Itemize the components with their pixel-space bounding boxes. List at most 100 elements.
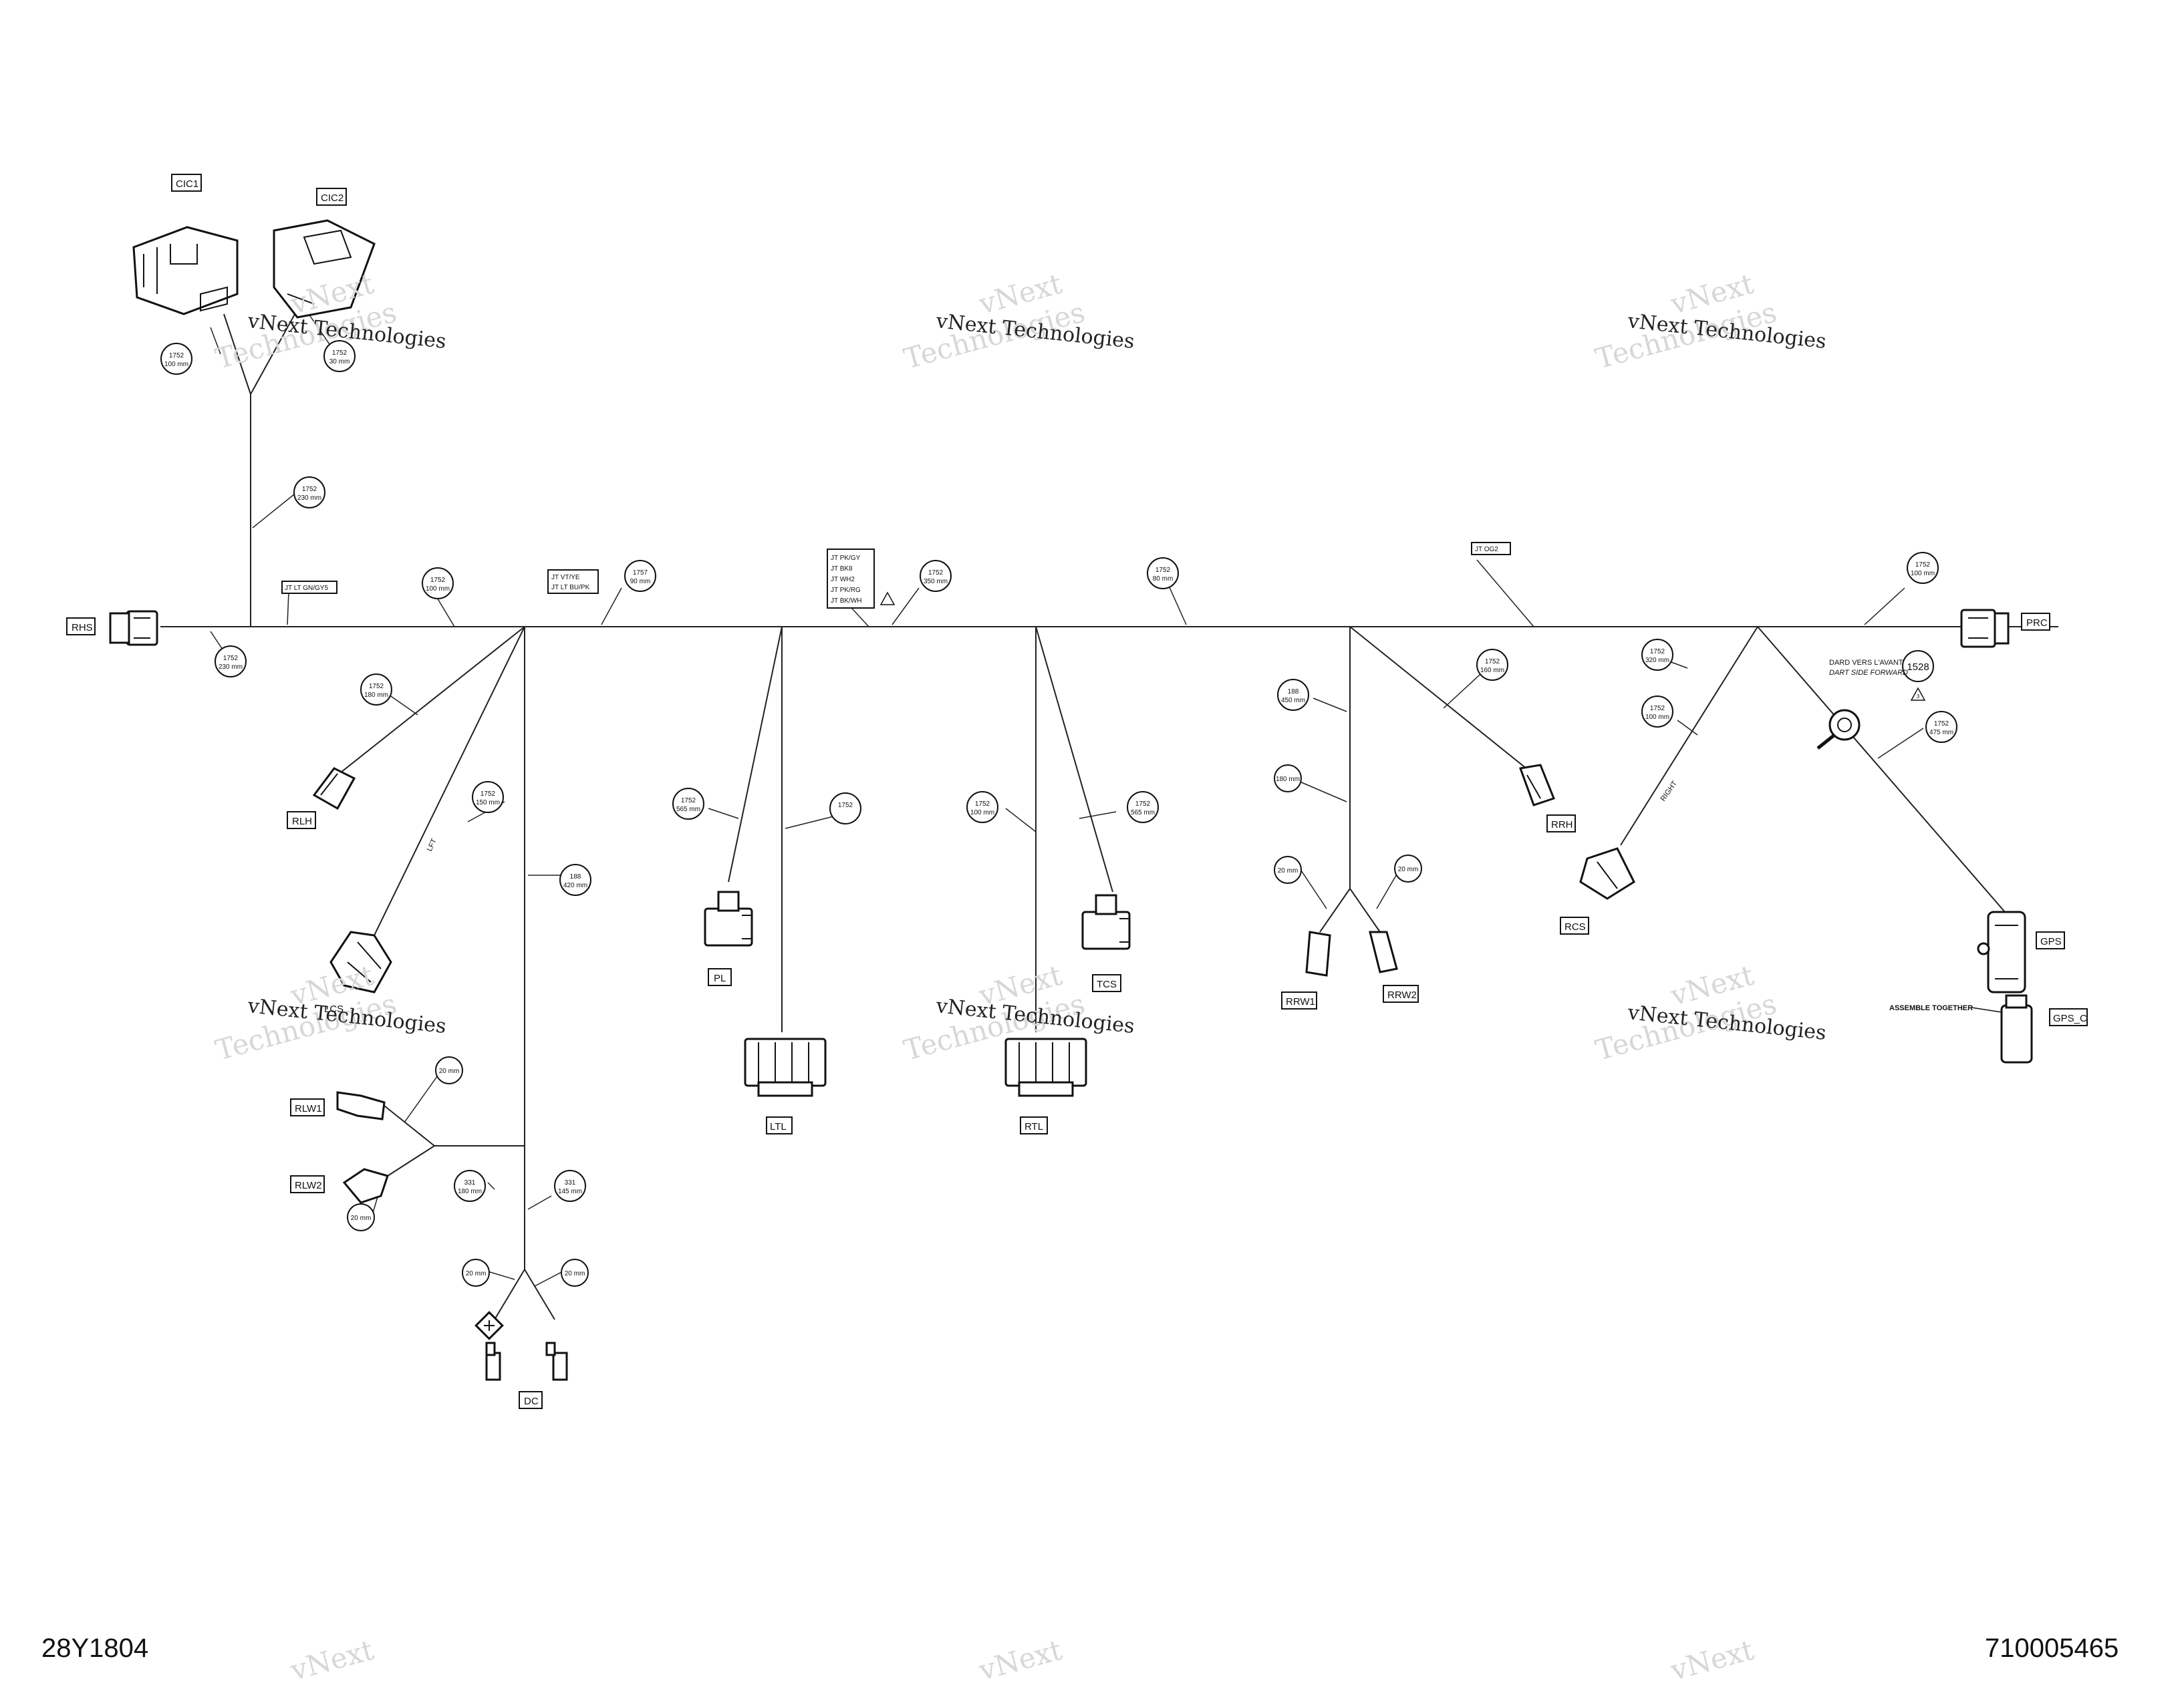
svg-text:1752: 1752 bbox=[1155, 567, 1171, 574]
svg-text:565 mm: 565 mm bbox=[1131, 809, 1155, 816]
rlw2-terminal bbox=[342, 1168, 389, 1204]
svg-text:1528: 1528 bbox=[1907, 661, 1929, 673]
dc-terminal-left bbox=[485, 1342, 501, 1381]
svg-text:420 mm: 420 mm bbox=[563, 882, 587, 889]
label-ltl: LTL bbox=[766, 1116, 793, 1134]
bubble-lcs: 1752 150 mm bbox=[472, 781, 504, 813]
svg-text:LFT: LFT bbox=[426, 837, 438, 853]
rcs-connector bbox=[1579, 847, 1635, 900]
svg-text:1752: 1752 bbox=[838, 802, 853, 809]
bubble-rrw-mid: 180 mm bbox=[1274, 764, 1302, 792]
svg-text:PRC: PRC bbox=[2026, 617, 2048, 629]
svg-text:230 mm: 230 mm bbox=[219, 663, 243, 671]
bubble-rlw: 331 180 mm bbox=[454, 1170, 486, 1202]
svg-text:GPS_C: GPS_C bbox=[2053, 1013, 2087, 1024]
svg-text:DART SIDE FORWARD: DART SIDE FORWARD bbox=[1829, 669, 1908, 677]
svg-text:vNext: vNext bbox=[975, 1634, 1065, 1687]
label-gps: GPS bbox=[2036, 931, 2065, 949]
pl-connector bbox=[704, 891, 753, 947]
label-rrh: RRH bbox=[1546, 814, 1576, 832]
svg-text:20 mm: 20 mm bbox=[466, 1270, 487, 1277]
label-gps-c: GPS_C bbox=[2049, 1008, 2088, 1026]
splice-jt-vt-ye: JT VT/YE JT LT BU/PK bbox=[547, 569, 599, 594]
bubble-pl: 1752 565 mm bbox=[672, 788, 704, 820]
label-rhs: RHS bbox=[66, 617, 96, 635]
rlh-connector bbox=[312, 767, 356, 810]
svg-text:JT BK8: JT BK8 bbox=[831, 565, 853, 573]
bubble-rrw1: 20 mm bbox=[1274, 856, 1302, 884]
watermarks: vNext Technologies vNext Technologies vN… bbox=[212, 267, 1827, 1687]
svg-text:20 mm: 20 mm bbox=[439, 1068, 460, 1075]
document-code-left: 28Y1804 bbox=[41, 1634, 149, 1663]
svg-text:565 mm: 565 mm bbox=[676, 806, 700, 813]
svg-text:JT PK/RG: JT PK/RG bbox=[831, 587, 861, 594]
svg-text:30 mm: 30 mm bbox=[329, 358, 350, 365]
bubble-main-2: 1757 90 mm bbox=[624, 560, 656, 592]
svg-text:1752: 1752 bbox=[975, 800, 990, 808]
svg-text:100 mm: 100 mm bbox=[1645, 714, 1669, 721]
label-rrw1: RRW1 bbox=[1281, 991, 1317, 1010]
svg-text:3: 3 bbox=[1917, 694, 1920, 700]
svg-text:DC: DC bbox=[524, 1396, 539, 1407]
splice-jt-lt-gn: JT LT GN/GY5 bbox=[281, 581, 337, 594]
harness-wires bbox=[160, 297, 2058, 1320]
rhs-connector bbox=[109, 610, 158, 646]
svg-text:RTL: RTL bbox=[1025, 1121, 1043, 1132]
label-prc: PRC bbox=[2021, 613, 2050, 631]
svg-text:230 mm: 230 mm bbox=[297, 494, 321, 502]
bubble-prc: 1752 100 mm bbox=[1907, 552, 1939, 584]
bubble-rrw2: 20 mm bbox=[1394, 855, 1422, 883]
rtl-connector bbox=[1004, 1038, 1087, 1097]
label-tcs: TCS bbox=[1092, 974, 1121, 992]
bubble-ltl: 1752 bbox=[829, 792, 861, 824]
svg-text:1752: 1752 bbox=[1650, 705, 1665, 712]
document-code-right: 710005465 bbox=[1985, 1634, 2119, 1663]
bubble-main-3: 1752 350 mm bbox=[920, 560, 952, 592]
svg-text:100 mm: 100 mm bbox=[1911, 570, 1935, 577]
svg-text:1752: 1752 bbox=[332, 349, 348, 357]
svg-text:RHS: RHS bbox=[72, 622, 93, 633]
svg-text:20 mm: 20 mm bbox=[351, 1215, 372, 1222]
svg-text:350 mm: 350 mm bbox=[924, 578, 948, 585]
bubble-dc2: 20 mm bbox=[561, 1259, 589, 1287]
svg-text:LTL: LTL bbox=[770, 1121, 787, 1132]
rrw1-terminal bbox=[1305, 931, 1331, 977]
svg-text:RCS: RCS bbox=[1564, 921, 1586, 933]
rlw1-terminal bbox=[336, 1091, 386, 1120]
svg-text:180 mm: 180 mm bbox=[458, 1188, 482, 1195]
svg-text:100 mm: 100 mm bbox=[426, 585, 450, 593]
splice-jt-og2: JT OG2 bbox=[1471, 542, 1511, 555]
svg-text:JT VT/YE: JT VT/YE bbox=[551, 574, 580, 581]
svg-text:188: 188 bbox=[1288, 688, 1299, 696]
svg-text:20 mm: 20 mm bbox=[565, 1270, 585, 1277]
svg-text:GPS: GPS bbox=[2040, 936, 2062, 947]
rrw2-terminal bbox=[1369, 931, 1398, 973]
svg-text:PL: PL bbox=[714, 973, 726, 984]
svg-text:1752: 1752 bbox=[1135, 800, 1151, 808]
svg-text:ASSEMBLE TOGETHER: ASSEMBLE TOGETHER bbox=[1889, 1004, 1973, 1012]
svg-text:180 mm: 180 mm bbox=[364, 692, 388, 699]
svg-text:RLW1: RLW1 bbox=[295, 1103, 322, 1114]
svg-text:RRH: RRH bbox=[1551, 819, 1573, 830]
svg-text:RRW2: RRW2 bbox=[1387, 989, 1417, 1001]
svg-text:1752: 1752 bbox=[1650, 648, 1665, 655]
svg-text:331: 331 bbox=[464, 1179, 476, 1187]
label-lcs: LCS bbox=[324, 1004, 344, 1015]
svg-text:CIC1: CIC1 bbox=[176, 178, 198, 190]
bubble-main-4: 1752 80 mm bbox=[1147, 557, 1179, 589]
bubble-drop: 188 420 mm bbox=[559, 864, 591, 896]
bubble-gps: 1752 475 mm bbox=[1925, 711, 1957, 743]
svg-text:JT BK/WH: JT BK/WH bbox=[831, 597, 861, 605]
bubble-rlw2: 20 mm bbox=[347, 1203, 375, 1231]
svg-text:450 mm: 450 mm bbox=[1281, 697, 1305, 704]
prc-connector bbox=[1960, 609, 2010, 648]
note-lft: LFT bbox=[426, 837, 438, 853]
svg-text:1752: 1752 bbox=[430, 577, 446, 584]
cic2-connector bbox=[273, 219, 376, 319]
bubble-rrw: 188 450 mm bbox=[1277, 679, 1309, 711]
svg-text:1752: 1752 bbox=[369, 683, 384, 690]
svg-text:JT LT BU/PK: JT LT BU/PK bbox=[551, 584, 590, 591]
svg-text:145 mm: 145 mm bbox=[558, 1188, 582, 1195]
label-rlw2: RLW2 bbox=[290, 1175, 325, 1193]
